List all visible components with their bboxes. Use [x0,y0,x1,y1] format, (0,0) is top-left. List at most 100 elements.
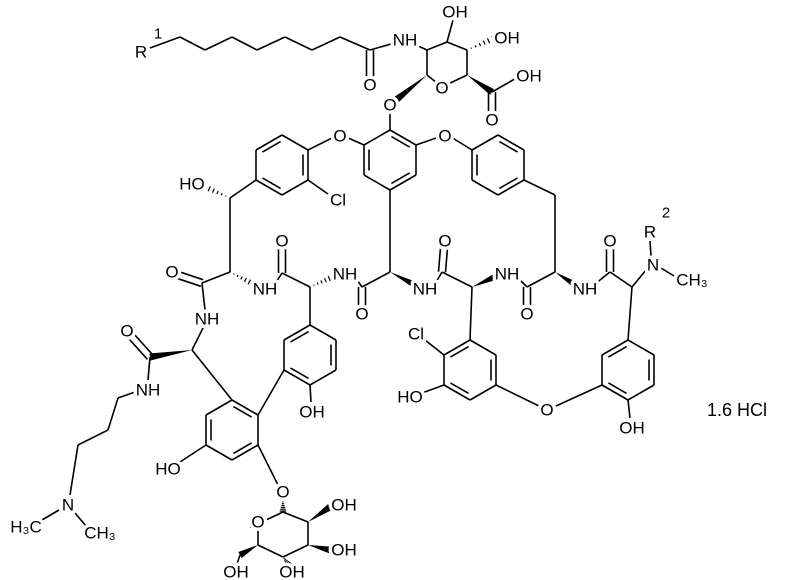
mannose-ring-o: O [251,513,264,532]
bond [469,339,497,356]
wedge-bond [390,272,419,290]
bond [443,384,471,401]
bond [284,36,313,51]
bond [309,324,337,341]
bond [426,74,443,88]
amide-o-3: O [603,232,616,251]
wedge-bond [308,545,331,554]
bond [491,35,495,43]
bond [660,267,675,277]
bond [249,526,259,529]
bond [320,280,323,284]
bond [265,511,284,521]
oh-right-ring: OH [619,419,645,438]
chain-carbonyl-o: O [363,76,376,95]
bond [257,544,284,558]
chlorine-top: Cl [330,191,346,210]
bond [478,42,482,47]
bond [77,429,109,446]
bond [361,271,391,288]
bond [323,278,327,283]
bond [627,286,633,341]
bond [389,129,417,146]
bond [176,277,202,288]
bond [434,271,443,285]
n-dimethyl: N [62,496,74,515]
wedge-bond [238,545,258,559]
bond [649,240,652,257]
bond [469,384,497,401]
bond [281,134,309,151]
bond [220,193,223,196]
bond [443,339,471,356]
bond [257,444,279,486]
cooh-o: O [485,111,498,130]
bond [307,179,329,195]
bond [281,179,309,196]
bond [216,190,219,195]
methyl-right: CH₃ [676,271,707,290]
bond [631,269,647,288]
bond [627,384,655,401]
bond [369,39,406,51]
bond [523,179,556,196]
nh-2: NH [333,265,358,284]
bond [450,345,470,358]
bond [608,345,628,358]
bond [311,36,341,51]
bond [389,174,417,191]
bond [231,444,259,461]
bond [231,399,259,416]
bond [191,327,204,351]
bond [555,384,603,407]
amide-o-mid-1: O [355,305,368,324]
bond [498,177,518,190]
bond [274,272,283,285]
bond [491,75,521,93]
bond [290,330,310,343]
amide-o-mid-2: O [520,305,533,324]
bond [191,349,233,401]
bond [232,442,252,455]
bond [256,36,286,51]
nh-4: NH [495,265,520,284]
nh-1: NH [253,280,278,299]
bond [424,339,445,356]
salt-label: 1.6 HCl [707,400,767,420]
bond-layer [41,19,675,568]
bond [283,324,311,341]
bond [307,136,335,151]
bond [283,369,311,386]
bond [149,36,181,49]
bond [309,369,337,386]
bond [601,339,629,356]
bond [204,36,233,51]
bond [128,338,148,360]
bond [316,282,319,285]
r2-label: R [644,223,656,242]
wedge-bond [555,272,579,289]
bond [283,558,287,561]
bond [327,275,331,282]
bond [486,38,491,44]
wedge-bond [467,75,494,95]
bond [450,136,473,151]
sugar-oh-top: OH [442,3,468,22]
ho-resorcinol: HO [155,460,181,479]
o-mannose-link: O [276,483,289,502]
bond [609,271,633,288]
bond [446,19,454,43]
bond [262,140,282,153]
bond [446,41,468,51]
bond [469,286,473,341]
bond [179,444,207,463]
n-methyl: N [647,256,659,275]
bond [309,384,312,403]
bond [179,36,206,51]
bond [421,384,445,394]
bond [426,41,448,51]
bond [441,74,468,88]
bond [286,562,293,568]
mannose-oh-3: OH [331,541,357,560]
